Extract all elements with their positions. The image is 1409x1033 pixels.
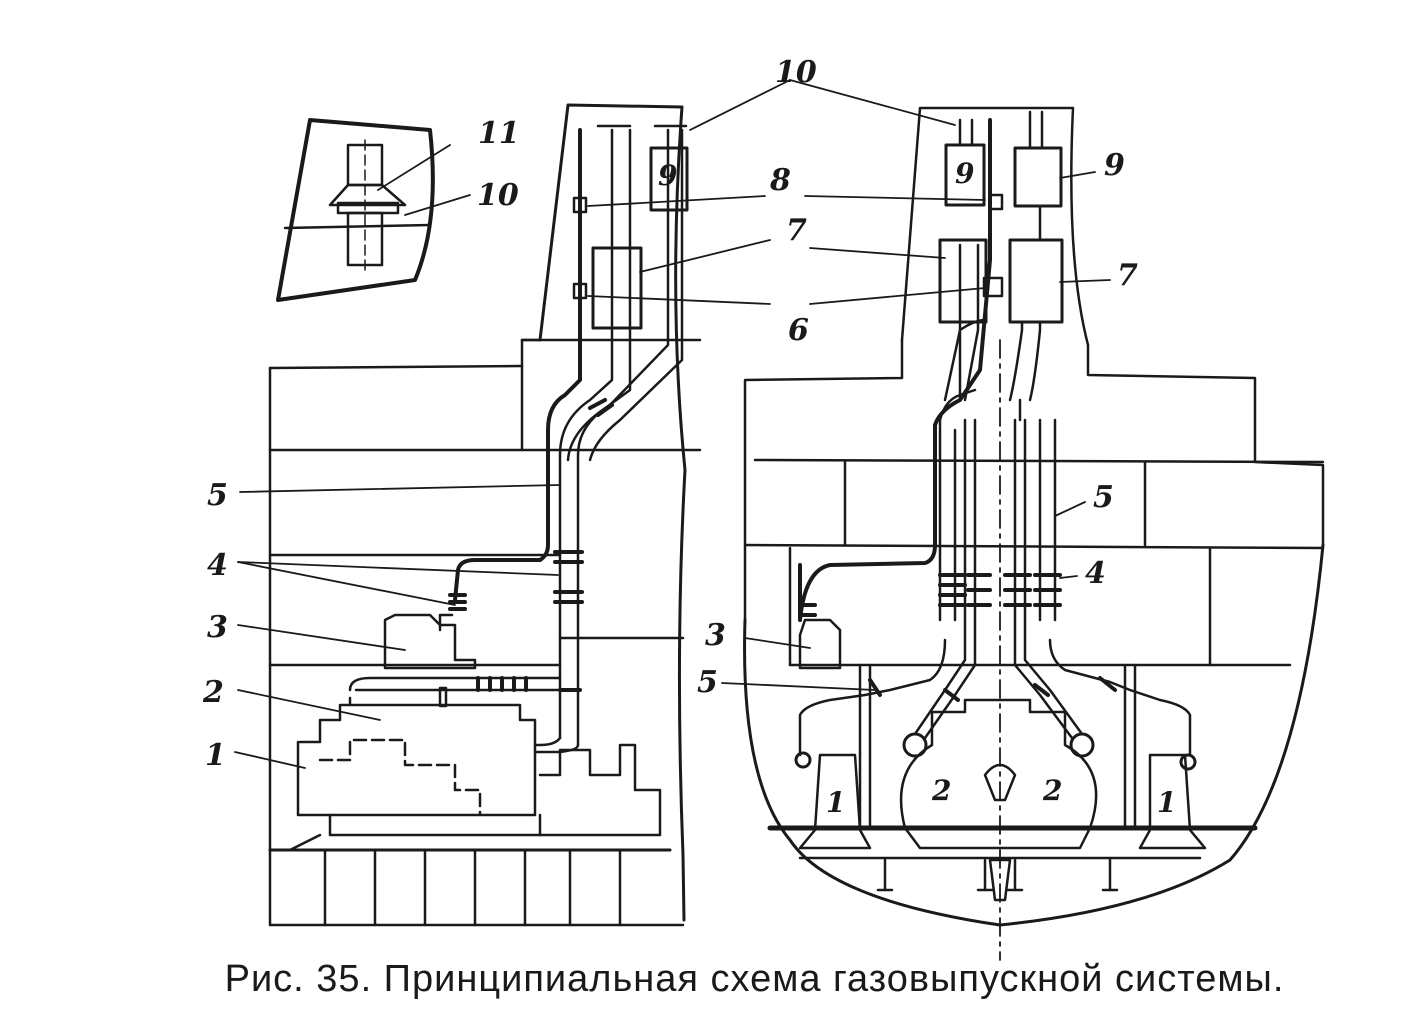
engine-2-left-label: 2 [931,774,951,807]
callout-3-right: 3 [705,618,726,653]
callout-1-left: 1 [205,738,226,773]
callout-labels: 11 10 10 8 7 6 9 7 5 4 3 5 5 4 3 2 1 9 9… [202,55,1176,819]
callout-6: 6 [788,313,809,348]
callout-8: 8 [769,163,791,198]
arrestor-9-left-label: 9 [658,159,677,192]
arrestor-9-right-label: 9 [955,157,974,190]
callout-5-right-lower: 5 [697,665,718,700]
callout-4-right: 4 [1085,556,1106,591]
callout-4-left: 4 [207,548,228,583]
funnel-detail-inset [276,118,471,302]
side-section-view [268,103,702,927]
figure-caption: Рис. 35. Принципиальная схема газовыпуск… [224,958,1285,1000]
engine-1-right-label: 1 [1157,786,1176,819]
callout-5-left: 5 [207,478,228,513]
leader-lines [234,79,1111,769]
callout-2-left: 2 [202,675,224,710]
callout-7: 7 [786,213,807,248]
callout-10: 10 [775,55,817,90]
callout-10-inset: 10 [477,178,519,213]
callout-11: 11 [478,116,520,151]
cross-section-view [743,106,1325,961]
engine-2-right-label: 2 [1042,774,1062,807]
callout-7-right: 7 [1117,258,1138,293]
callout-3-left: 3 [207,610,228,645]
callout-5-right-upper: 5 [1093,480,1114,515]
callout-9-right: 9 [1104,148,1125,183]
engine-1-left-label: 1 [826,786,845,819]
